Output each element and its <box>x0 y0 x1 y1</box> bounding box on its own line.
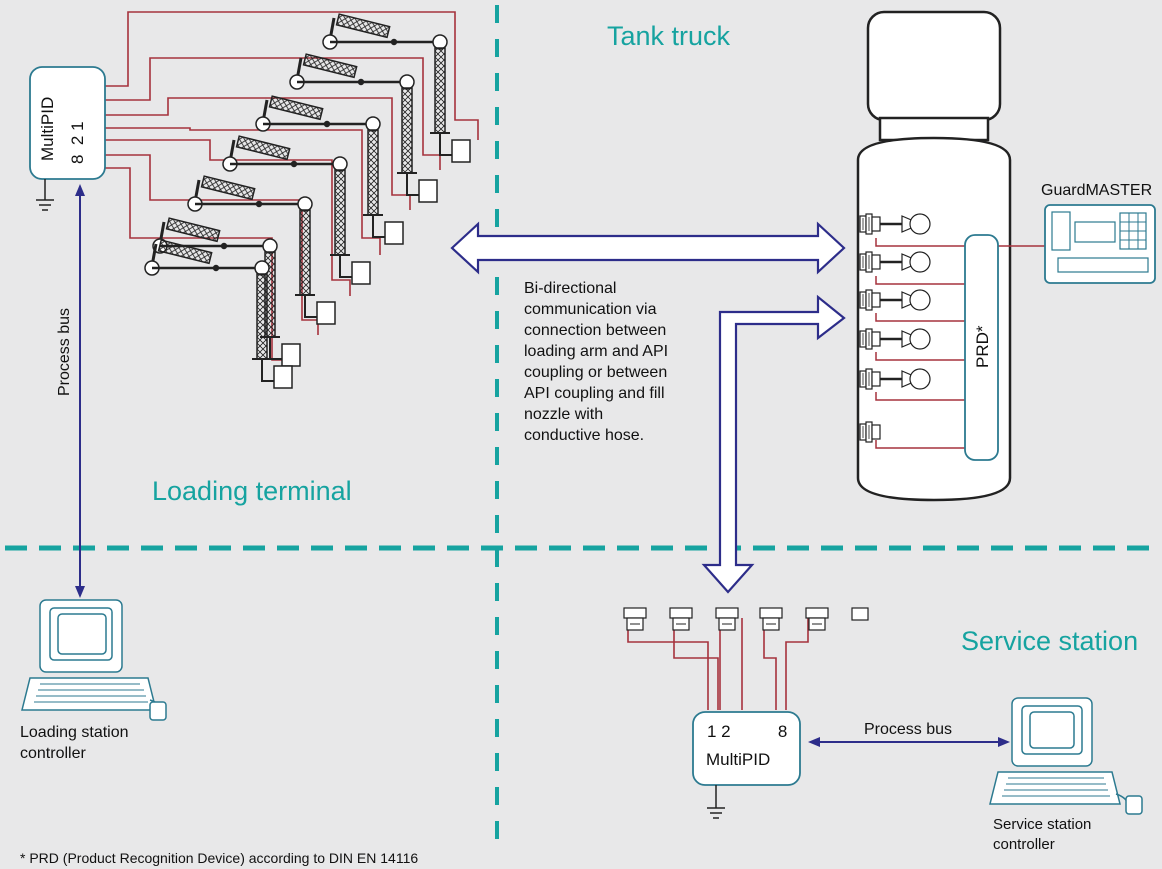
service-station-wiring <box>627 618 809 710</box>
description-line: loading arm and API <box>524 343 669 360</box>
guardmaster-label: GuardMASTER <box>1041 182 1153 199</box>
ground-symbol-icon <box>707 785 725 819</box>
process-bus-vertical-label: Process bus <box>56 307 73 396</box>
controller-line: controller <box>20 745 86 762</box>
multipid-top-label: MultiPID <box>38 96 57 161</box>
process-bus-vertical-arrow <box>75 184 85 598</box>
coupling-hose <box>880 222 902 381</box>
description-line: nozzle with <box>524 406 604 423</box>
process-bus-horizontal-arrow <box>808 737 1010 747</box>
guardmaster-device-icon <box>1044 204 1156 284</box>
description-line: communication via <box>524 301 657 318</box>
controller-line: controller <box>993 836 1055 853</box>
bidirectional-arrow <box>450 221 846 275</box>
ground-symbol-icon <box>36 179 54 211</box>
description-line: API coupling and fill <box>524 385 665 402</box>
process-bus-horizontal-label: Process bus <box>864 721 953 738</box>
truck-wiring <box>875 238 1045 449</box>
loading-station-controller-label: Loading station controller <box>20 722 129 764</box>
region-label-tank-truck: Tank truck <box>607 21 731 51</box>
controller-line: Service station <box>993 816 1092 833</box>
prd-label: PRD* <box>973 325 992 368</box>
description-line: coupling or between <box>524 364 668 381</box>
prd-box <box>964 234 999 461</box>
multipid-top-box <box>29 66 106 180</box>
service-station-arrow <box>701 294 846 594</box>
bidirectional-description: Bi-directional communication via connect… <box>524 278 668 446</box>
service-station-controller-label: Service station controller <box>993 815 1091 855</box>
loading-arm-icon <box>144 13 471 389</box>
multipid-bottom-box <box>692 711 801 786</box>
description-line: conductive hose. <box>524 427 645 444</box>
multipid-top-ports: 8 2 1 <box>68 121 87 164</box>
multipid-bottom-ports: 1 2 8 <box>707 722 788 741</box>
controller-line: Loading station <box>20 724 129 741</box>
api-coupling-icon <box>623 607 869 631</box>
multipid-bottom-label: MultiPID <box>706 750 771 769</box>
region-label-service-station: Service station <box>961 626 1139 656</box>
computer-terminal-icon <box>21 599 167 721</box>
region-label-loading-terminal: Loading terminal <box>152 476 352 506</box>
description-line: connection between <box>524 322 667 339</box>
description-line: Bi-directional <box>524 280 617 297</box>
computer-terminal-icon <box>989 697 1143 815</box>
loading-terminal-wiring <box>105 11 479 375</box>
